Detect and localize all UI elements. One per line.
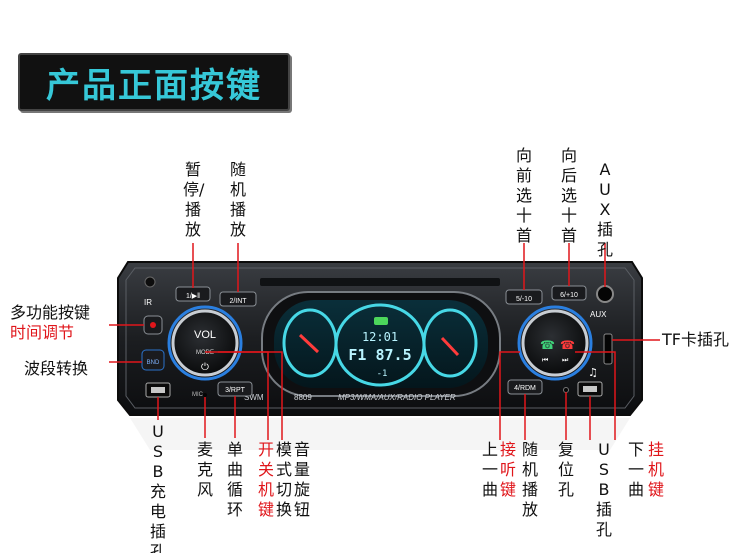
title-banner: 产品正面按键 (18, 53, 290, 111)
svg-text:4/RDM: 4/RDM (514, 385, 536, 392)
band-button[interactable] (141, 349, 165, 371)
left-needle (298, 333, 320, 354)
channel-readout: -1 (377, 369, 388, 379)
car-icon (374, 317, 388, 325)
label-mode-switch: 模式切换 (275, 440, 292, 519)
label-mic: 麦克风 (196, 440, 213, 499)
mic-hole (203, 393, 207, 397)
aux-jack[interactable] (596, 285, 614, 303)
prev-track-icon: ⏮ (542, 356, 548, 364)
band-button-label: BND (147, 360, 160, 366)
svg-text:5/-10: 5/-10 (516, 296, 532, 303)
button-5-back10[interactable]: 5/-10 (505, 289, 543, 305)
label-hangup-key: 挂机键 (647, 440, 664, 499)
label-volume-knob: 音量旋钮 (293, 440, 310, 519)
label-usb-charge: USB充电插孔 (149, 422, 166, 553)
next-track-icon: ⏭ (562, 356, 569, 364)
answer-call-icon: ☎ (540, 338, 555, 352)
button-3-rpt[interactable]: 3/RPT (217, 381, 253, 397)
power-dot-icon (144, 276, 156, 288)
usb-charge-port-tongue (151, 387, 165, 393)
mic-label: MIC (192, 392, 204, 398)
svg-text:1/▶‖: 1/▶‖ (186, 293, 200, 300)
label-usb-jack: USB插孔 (595, 440, 612, 539)
label-prev-ten: 向前选十首 (515, 146, 532, 245)
label-answer-key: 接听键 (499, 440, 516, 499)
device-slot (260, 278, 500, 286)
music-note-icon: ♫ (588, 366, 598, 379)
page-title: 产品正面按键 (46, 65, 262, 106)
label-band-switch: 波段转换 (24, 359, 89, 378)
label-tf-slot: TF卡插孔 (662, 330, 729, 349)
svg-text:6/+10: 6/+10 (560, 292, 578, 299)
brand-label: SWM (244, 393, 264, 402)
ir-label: IR (144, 298, 152, 307)
volume-knob-label: VOL (194, 329, 216, 341)
track-knob-ring (517, 305, 593, 381)
svg-text:2/INT: 2/INT (229, 298, 247, 305)
track-knob[interactable] (521, 309, 589, 377)
label-random-play: 随机播放 (521, 440, 538, 519)
usb-port-tongue (583, 386, 597, 392)
button-1-pause[interactable]: 1/▶‖ (175, 286, 211, 302)
label-prev-track: 上一曲 (481, 440, 498, 499)
label-single-repeat: 单曲循环 (226, 440, 243, 519)
clock-readout: 12:01 (362, 330, 398, 344)
formats-label: MP3/WMA/AUX/RADIO PLAYER (338, 393, 456, 402)
label-next-ten: 向后选十首 (560, 146, 577, 245)
label-power-key: 开关机键 (257, 440, 274, 519)
tf-card-slot[interactable] (603, 333, 613, 365)
button-6-forward10[interactable]: 6/+10 (551, 285, 587, 301)
callout-lines (109, 243, 660, 440)
center-gauge (334, 303, 426, 387)
reset-hole[interactable] (563, 387, 569, 393)
label-aux-jack: AUX插孔 (596, 160, 613, 259)
model-label: 8809 (294, 393, 312, 402)
device-reflection (130, 418, 630, 450)
mode-label: MODE (196, 350, 214, 356)
label-pause-play: 暂停/播放 (183, 160, 205, 239)
label-next-track: 下一曲 (627, 440, 644, 499)
aux-label: AUX (590, 310, 607, 319)
device-bezel (125, 267, 635, 409)
volume-knob[interactable] (171, 309, 239, 377)
right-needle (440, 336, 460, 357)
frequency-readout: F1 87.5 (348, 346, 411, 364)
button-2-int[interactable]: 2/INT (219, 291, 257, 307)
multi-function-dot-icon (150, 322, 156, 328)
volume-knob-ring (167, 305, 243, 381)
power-icon: ⏻ (201, 362, 209, 373)
label-reset-hole: 复位孔 (557, 440, 574, 499)
button-4-rdm[interactable]: 4/RDM (507, 379, 543, 395)
hangup-call-icon: ☎ (560, 338, 575, 352)
label-random: 随机播放 (229, 160, 246, 239)
label-time-adjust: 时间调节 (10, 323, 75, 342)
svg-text:3/RPT: 3/RPT (225, 387, 246, 394)
label-multi-function: 多功能按键 (10, 303, 91, 322)
